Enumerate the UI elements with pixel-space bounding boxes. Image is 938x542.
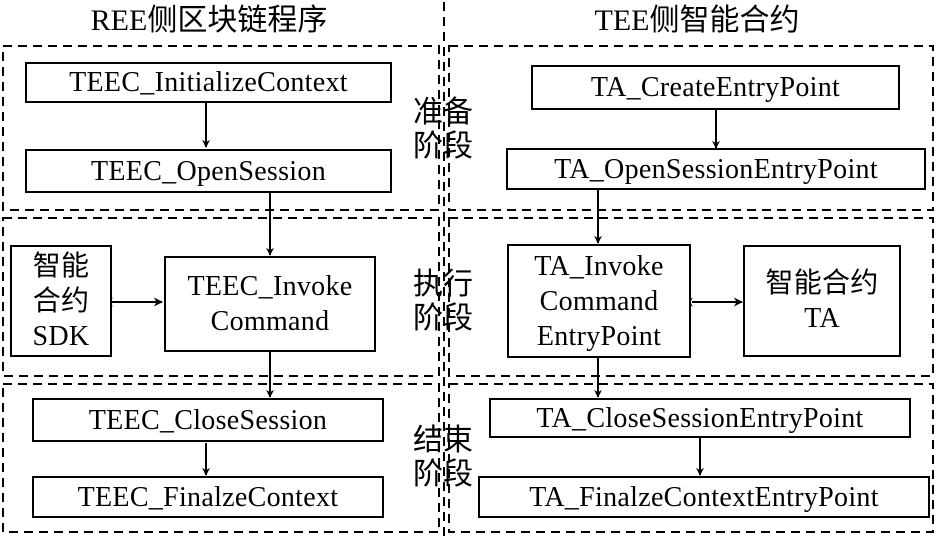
right-prepare-frame [448, 45, 934, 211]
ta-open-session-entry-point-box: TA_OpenSessionEntryPoint [506, 148, 926, 190]
right-finish-frame [448, 383, 934, 533]
teec-invoke-command-box: TEEC_Invoke Command [164, 256, 376, 352]
left-prepare-frame [2, 45, 440, 211]
ta-finalize-context-entry-point-box: TA_FinalzeContextEntryPoint [478, 476, 930, 518]
teec-close-session-box: TEEC_CloseSession [32, 398, 384, 442]
teec-open-session-box: TEEC_OpenSession [25, 149, 392, 193]
ta-create-entry-point-box: TA_CreateEntryPoint [531, 65, 900, 110]
ta-close-session-entry-point-box: TA_CloseSessionEntryPoint [489, 398, 911, 438]
left-finish-frame [2, 383, 440, 533]
stage-prepare: 准备 阶段 [413, 96, 473, 163]
header-tee: TEE侧智能合约 [594, 4, 800, 37]
header-ree: REE侧区块链程序 [90, 4, 328, 37]
left-execute-frame [2, 217, 440, 377]
stage-finish: 结束 阶段 [413, 424, 473, 491]
contract-ta-box: 智能合约 TA [743, 245, 901, 357]
stage-execute: 执行 阶段 [413, 268, 473, 335]
ta-invoke-command-entry-point-box: TA_Invoke Command EntryPoint [507, 244, 691, 358]
right-execute-frame [448, 217, 934, 377]
teec-finalize-context-box: TEEC_FinalzeContext [32, 476, 384, 518]
teec-initialize-context-box: TEEC_InitializeContext [25, 62, 392, 103]
sdk-box: 智能 合约 SDK [10, 245, 112, 357]
